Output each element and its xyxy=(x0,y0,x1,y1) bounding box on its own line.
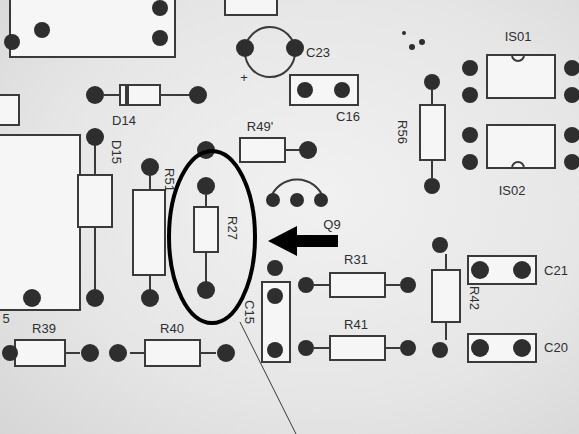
highlight-ellipse: R27 xyxy=(166,148,258,326)
ic-outline xyxy=(487,125,555,168)
wire xyxy=(285,149,300,151)
part-label: 5 xyxy=(2,312,9,325)
wire xyxy=(104,94,120,96)
diode-symbol xyxy=(78,175,112,227)
component-outline xyxy=(225,0,277,15)
wire xyxy=(200,352,216,354)
wire xyxy=(314,347,330,349)
part-label: D14 xyxy=(112,114,136,127)
wire xyxy=(385,284,400,286)
ic-notch xyxy=(512,55,524,61)
part-label: C23 xyxy=(306,46,330,59)
wire xyxy=(65,352,80,354)
component-outline xyxy=(10,0,175,57)
part-label: IS02 xyxy=(499,184,526,197)
wire xyxy=(149,275,151,290)
part-label: R27 xyxy=(226,216,239,240)
capacitor-outline xyxy=(468,334,536,362)
part-label: R56 xyxy=(396,120,409,144)
wire xyxy=(445,254,447,270)
part-label: C20 xyxy=(544,341,568,354)
wire xyxy=(385,347,400,349)
part-label: C15 xyxy=(243,300,256,324)
resistor-symbol xyxy=(330,336,385,360)
scratch-line xyxy=(240,322,296,434)
part-label: IS01 xyxy=(505,30,532,43)
wire xyxy=(130,352,145,354)
ellipse-outline xyxy=(169,151,255,323)
wire xyxy=(205,252,207,282)
capacitor-outline xyxy=(468,256,536,284)
component-outline xyxy=(0,95,19,125)
part-label: C16 xyxy=(336,110,360,123)
capacitor-outline xyxy=(290,75,358,105)
ic-outline xyxy=(487,55,555,98)
resistor-symbol xyxy=(145,340,200,366)
part-label: Q9 xyxy=(323,218,340,231)
wire xyxy=(205,195,207,207)
wire xyxy=(160,94,190,96)
diode-symbol xyxy=(120,85,160,105)
wire xyxy=(431,90,433,105)
resistor-symbol xyxy=(420,105,445,160)
part-label: R49' xyxy=(247,120,273,133)
capacitor-outline xyxy=(262,282,290,362)
resistor-symbol xyxy=(15,340,65,366)
part-label: + xyxy=(240,71,248,84)
component-outline xyxy=(0,135,80,310)
wire xyxy=(314,284,330,286)
part-label: R41 xyxy=(344,318,368,331)
wire xyxy=(445,322,447,340)
part-label: D15 xyxy=(110,140,123,164)
wire xyxy=(431,160,433,178)
part-label: R40 xyxy=(160,322,184,335)
resistor-symbol xyxy=(240,138,285,162)
wire xyxy=(94,227,96,290)
part-label: C21 xyxy=(544,264,568,277)
ic-notch xyxy=(512,162,524,168)
pointer-arrow xyxy=(268,226,338,256)
resistor-symbol xyxy=(432,270,460,322)
part-label: R42 xyxy=(468,286,481,310)
wire xyxy=(149,175,151,190)
part-label: R39 xyxy=(32,322,56,335)
resistor-symbol xyxy=(194,207,218,252)
resistor-symbol xyxy=(133,190,165,275)
wire xyxy=(94,145,96,175)
part-label: R31 xyxy=(344,253,368,266)
resistor-symbol xyxy=(330,273,385,297)
diode-band xyxy=(125,85,129,105)
ellipse-outline xyxy=(166,148,258,326)
part-label: R51 xyxy=(163,168,176,192)
